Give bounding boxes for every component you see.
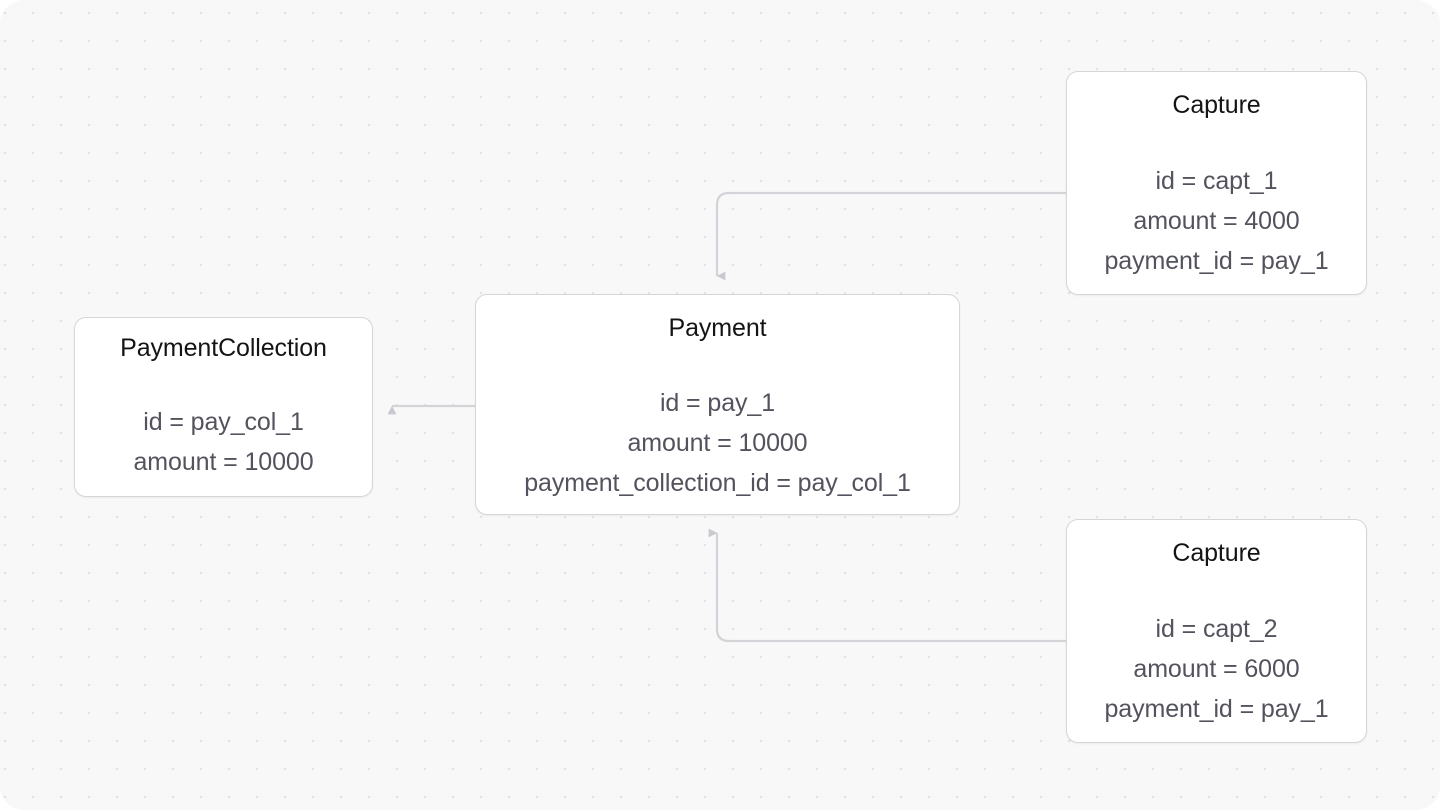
node-capture-2[interactable]: Capture id = capt_2 amount = 6000 paymen… [1066,519,1367,743]
node-title: Capture [1172,539,1261,567]
node-payment-collection[interactable]: PaymentCollection id = pay_col_1 amount … [74,317,373,497]
node-body: id = pay_1 amount = 10000 payment_collec… [524,383,911,503]
node-body: id = pay_col_1 amount = 10000 [134,402,314,482]
node-capture-1[interactable]: Capture id = capt_1 amount = 4000 paymen… [1066,71,1367,295]
node-field: payment_id = pay_1 [1104,247,1329,275]
node-field: id = pay_1 [659,389,776,417]
node-field: payment_id = pay_1 [1104,695,1329,723]
node-field: id = pay_col_1 [143,408,304,436]
node-body: id = capt_1 amount = 4000 payment_id = p… [1104,161,1328,281]
node-field: id = capt_1 [1155,167,1278,195]
node-field: payment_collection_id = pay_col_1 [524,469,911,497]
node-body: id = capt_2 amount = 6000 payment_id = p… [1104,609,1328,729]
node-field: id = capt_2 [1155,615,1278,643]
edge-capture2-payment [708,528,1066,643]
node-title: Capture [1172,91,1261,119]
edge-capture1-payment [715,191,1066,281]
node-field: amount = 10000 [133,448,314,476]
node-payment[interactable]: Payment id = pay_1 amount = 10000 paymen… [475,294,960,515]
node-field: amount = 6000 [1133,655,1300,683]
node-title: Payment [668,314,767,342]
node-field: amount = 4000 [1133,207,1300,235]
node-field: amount = 10000 [627,429,808,457]
node-title: PaymentCollection [120,334,327,362]
